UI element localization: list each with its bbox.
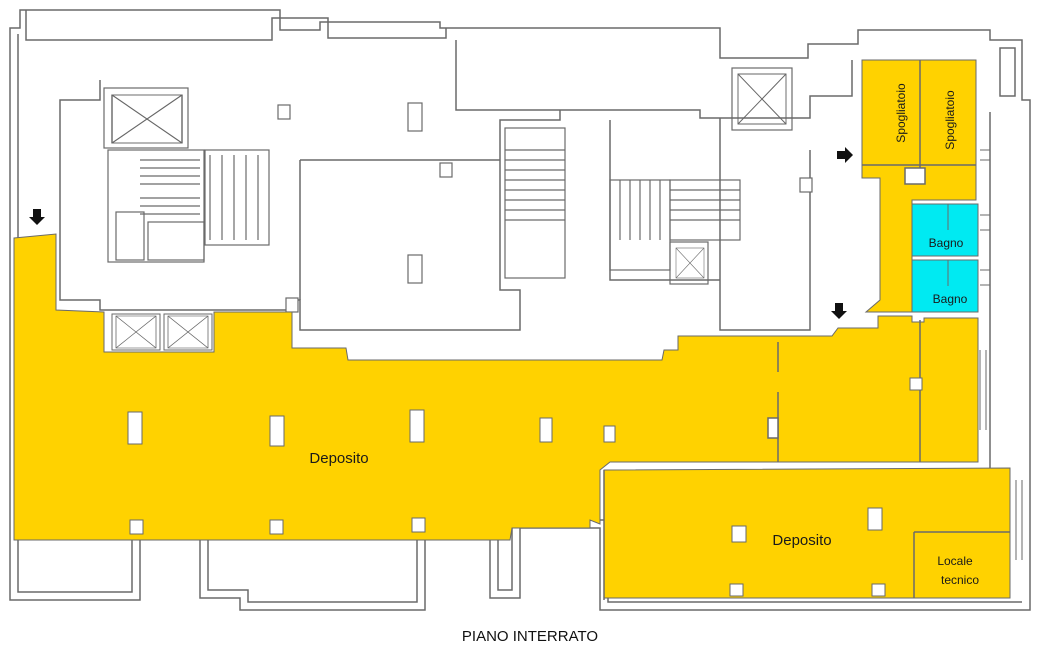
room-label-deposito-2: Deposito xyxy=(772,532,831,549)
storage-interior-walls xyxy=(603,320,1010,600)
left-staircase-block xyxy=(104,88,270,263)
bagno-2-area xyxy=(911,259,979,313)
structural-columns-upper xyxy=(277,102,813,313)
bagno-1-area xyxy=(911,203,979,257)
room-label-bagno-2: Bagno xyxy=(933,292,968,306)
arrow-down-icon xyxy=(831,303,847,319)
arrow-down-icon xyxy=(29,209,45,225)
deposito-left-area xyxy=(13,233,979,541)
room-label-spogliatoio-2: Spogliatoio xyxy=(943,90,957,150)
structural-columns-storage xyxy=(127,377,923,597)
room-label-locale-tecnico-line2: tecnico xyxy=(941,573,979,587)
storage-corridor xyxy=(861,59,977,313)
floor-caption: PIANO INTERRATO xyxy=(461,628,599,645)
right-staircase-block xyxy=(504,68,792,284)
room-label-deposito-1: Deposito xyxy=(309,450,368,467)
room-label-locale-tecnico-line1: Locale xyxy=(937,554,973,568)
room-label-bagno-1: Bagno xyxy=(929,236,964,250)
spogliatoio-walls xyxy=(862,60,976,185)
window-marks xyxy=(979,149,1023,560)
staircase-icon xyxy=(140,155,259,240)
elevator-shaft-icon xyxy=(111,313,213,351)
room-label-spogliatoio-1: Spogliatoio xyxy=(894,83,908,143)
arrow-right-icon xyxy=(837,147,853,163)
